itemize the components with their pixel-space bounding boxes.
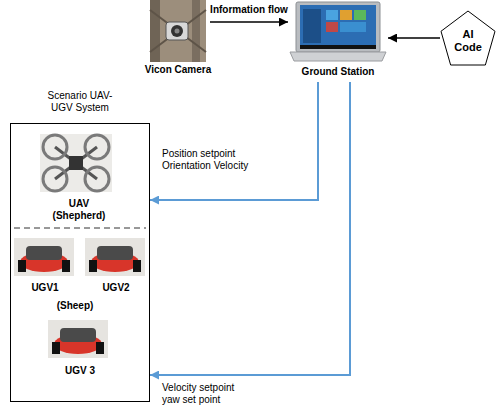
connector-arrow [150,82,350,375]
laptop-lid [296,2,380,52]
rover-wheel [96,342,104,354]
taskbar [300,45,376,49]
truss-strut [150,10,206,52]
rover-photo [48,320,108,358]
photo-background [48,320,108,358]
rover-wheel [62,260,70,272]
screen-tile [340,10,352,20]
ugv-node: UGV2 [84,236,148,296]
dashed-separator [14,228,146,229]
connector-arrow [388,37,440,39]
screen-tile [326,10,338,20]
truss-strut [150,10,206,52]
pentagon-shape [441,11,495,65]
rover-top [97,246,133,260]
start-menu [303,9,321,43]
node-label: UGV2 [84,282,148,294]
connector-arrow [150,82,318,200]
rover-wheel [18,260,26,272]
rover-wheel [89,260,97,272]
drone-arm [55,147,97,179]
truss-beam [150,0,160,62]
ugv-node: UGV1 [13,236,77,296]
ground-station-node: Ground Station [288,0,388,82]
node-label: AI Code [448,28,488,54]
connector-arrow [210,21,288,23]
camera-lens-center [175,29,180,34]
photo-background [150,0,206,62]
ugv-node: UGV 3 [48,319,112,379]
photo-background [85,238,145,276]
edge-label: Velocity setpoint yaw set point [162,382,252,406]
uav-node: UAV (Shepherd) [31,132,127,220]
node-label: Vicon Camera [130,64,226,76]
camera-photo [150,0,206,62]
quadcopter-photo [40,134,112,192]
rotor-guard [85,167,109,191]
pentagon-node: AI Code [440,10,496,66]
rotor-guard [43,167,67,191]
rover-top [26,246,62,260]
rover-photo [85,238,145,276]
node-label: Ground Station [288,66,388,78]
node-label: Scenario UAV-UGV System [37,90,123,114]
laptop-screen [300,5,376,49]
screen-tile [326,22,338,32]
drone-arm [55,147,97,179]
edge-label: Position setpoint Orientation Velocity [162,148,262,172]
edge-label: Information flow [206,4,292,16]
rover-wheel [52,342,60,354]
screen-tile [354,10,366,20]
camera-body [166,22,188,40]
truss-beam [192,0,200,62]
laptop-base [290,52,386,61]
drone-body [69,156,83,170]
group-label: (Sheep) [45,300,105,312]
rotor-guard [85,135,109,159]
camera-lens [171,25,183,37]
rover-wheel [133,260,141,272]
photo-background [40,134,112,192]
node-label: UGV1 [13,282,77,294]
rover-top [60,328,96,342]
camera-node: Vicon Camera [146,0,210,78]
rotor-guard [43,135,67,159]
system-box: Scenario UAV-UGV SystemUAV (Shepherd)UGV… [10,123,150,402]
node-label: UAV (Shepherd) [49,198,109,222]
photo-background [14,238,74,276]
rover-photo [14,238,74,276]
screen-tile [340,22,366,32]
node-label: UGV 3 [48,365,112,377]
laptop-photo [290,2,386,61]
